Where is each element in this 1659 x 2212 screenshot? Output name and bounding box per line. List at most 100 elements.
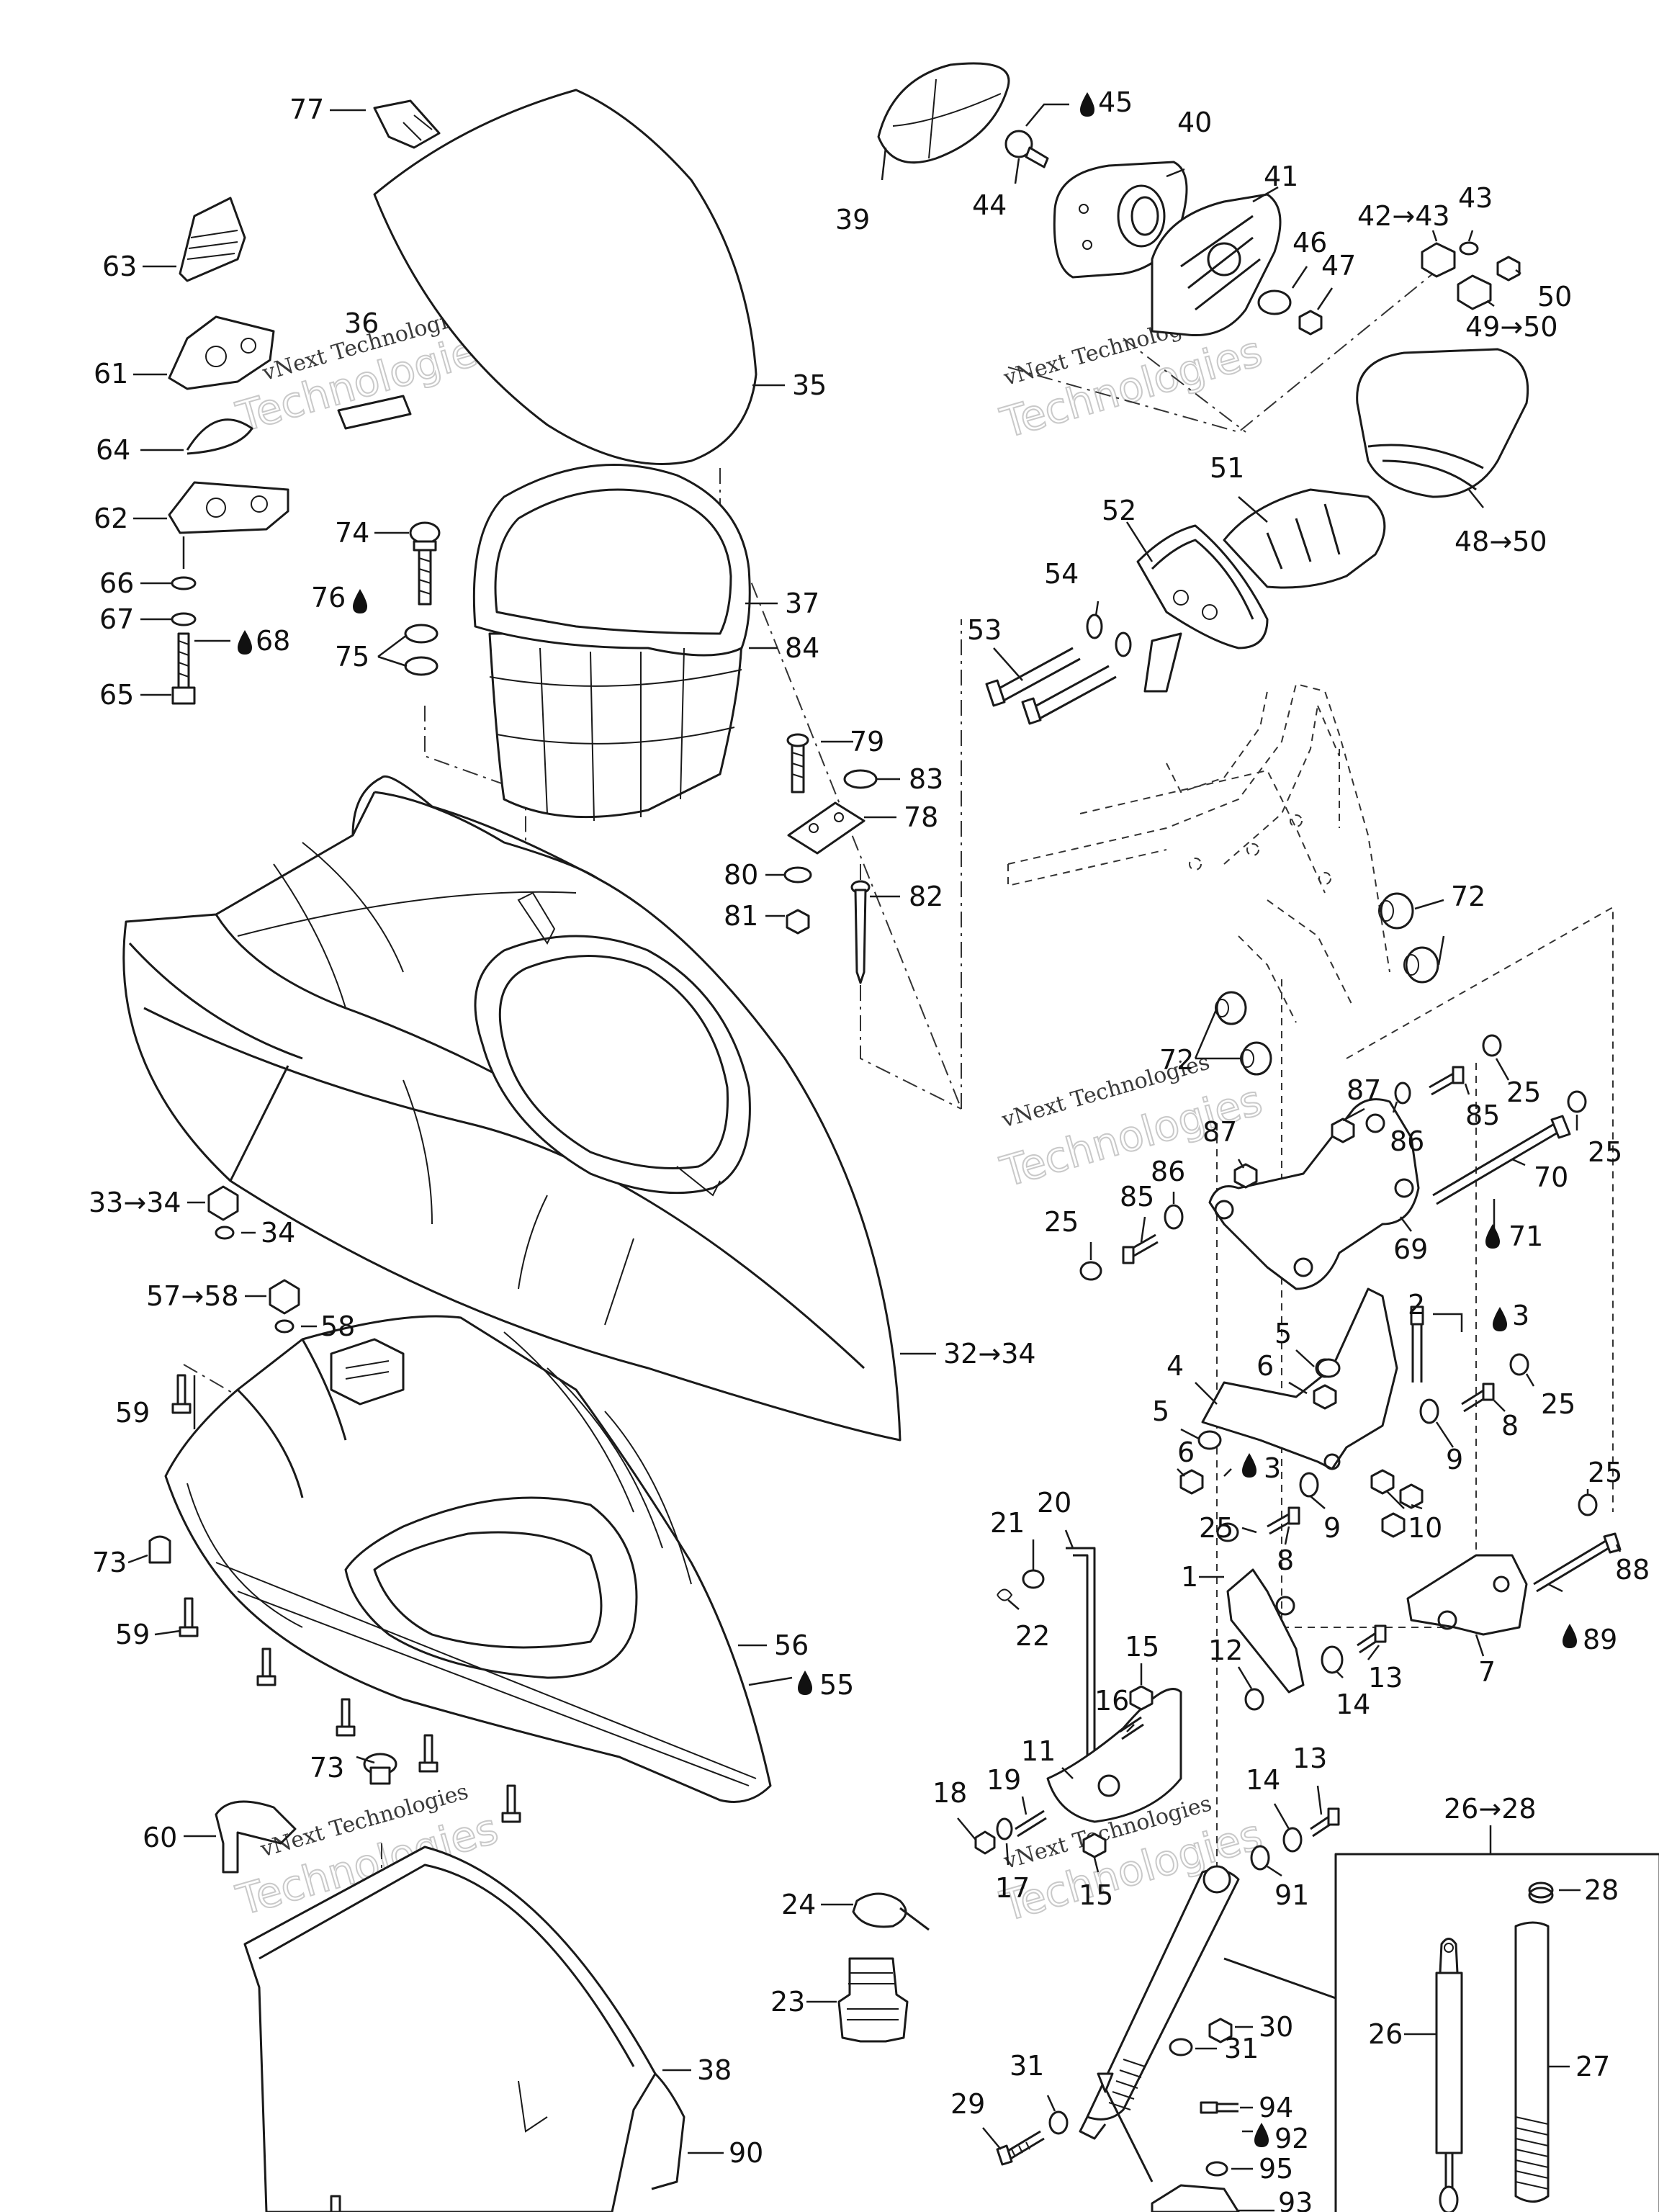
callout-label: 66 bbox=[99, 567, 134, 599]
strap-part bbox=[186, 418, 253, 455]
callout-label: 75 bbox=[335, 641, 369, 673]
callout-label: 38 bbox=[697, 2054, 732, 2086]
callout-label: 30 bbox=[1259, 2011, 1293, 2043]
callout-label: 36 bbox=[344, 307, 379, 339]
callout-label: 5 bbox=[1152, 1395, 1169, 1427]
callout-label: 53 bbox=[967, 614, 1002, 646]
mirror-housing-part bbox=[1151, 193, 1282, 337]
rivet-part bbox=[850, 880, 871, 984]
clip-part bbox=[997, 1588, 1013, 1601]
callout-label: 32→34 bbox=[943, 1338, 1036, 1370]
callout-label: 86 bbox=[1151, 1156, 1185, 1187]
callout-label: 56 bbox=[774, 1629, 809, 1661]
washer-part bbox=[1316, 1358, 1341, 1378]
callout-label: 71 bbox=[1509, 1220, 1543, 1252]
bushing-part bbox=[1421, 241, 1521, 310]
callout-label: 86 bbox=[1390, 1125, 1424, 1157]
handle-part bbox=[215, 1800, 297, 1874]
callout-label: 8 bbox=[1501, 1410, 1519, 1442]
callout-label: 58 bbox=[320, 1310, 355, 1342]
bolt-part bbox=[1357, 1624, 1387, 1654]
mirror-glass-part bbox=[877, 62, 1010, 164]
clamp-part bbox=[852, 1892, 930, 1931]
callout-label: 87 bbox=[1202, 1116, 1237, 1148]
callout-label: 73 bbox=[92, 1547, 127, 1578]
long-bolt-part bbox=[1432, 1122, 1560, 1205]
callout-label: 95 bbox=[1259, 2153, 1293, 2185]
callout-label: 16 bbox=[1094, 1685, 1129, 1717]
mirror-pivot-part bbox=[1004, 130, 1049, 168]
callout-label: 8 bbox=[1277, 1545, 1294, 1576]
washer-part bbox=[1321, 1645, 1344, 1674]
ball-stud-part bbox=[409, 521, 441, 606]
hardware-set-part bbox=[974, 1809, 1047, 1855]
callout-label: 29 bbox=[950, 2088, 985, 2120]
bracket-part bbox=[1151, 2184, 1240, 2212]
callout-label: 59 bbox=[115, 1397, 150, 1429]
nut-part bbox=[207, 1185, 300, 1334]
storage-frame-part bbox=[164, 1315, 772, 1803]
callout-label: 85 bbox=[1465, 1100, 1500, 1131]
bucket-part bbox=[243, 1845, 685, 2212]
callout-label: 40 bbox=[1177, 107, 1212, 138]
callout-label: 49→50 bbox=[1465, 311, 1558, 343]
callout-label: 25 bbox=[1199, 1512, 1233, 1544]
clip-part bbox=[373, 99, 441, 149]
nut-part bbox=[1313, 1384, 1337, 1410]
callout-label: 45 bbox=[1098, 86, 1133, 118]
callout-label: 1 bbox=[1181, 1561, 1198, 1593]
washer-part bbox=[1197, 1430, 1222, 1450]
nut-part bbox=[786, 909, 810, 935]
callout-label: 93 bbox=[1278, 2187, 1313, 2212]
callout-label: 34 bbox=[261, 1217, 295, 1249]
callout-label: 20 bbox=[1037, 1487, 1071, 1519]
callout-label: 69 bbox=[1393, 1233, 1428, 1265]
hood-part bbox=[122, 775, 902, 1442]
callout-label: 42→43 bbox=[1357, 200, 1450, 232]
hinge-bracket-part bbox=[179, 197, 246, 282]
latch-plate-part bbox=[1046, 1688, 1182, 1823]
inset-box bbox=[1334, 1825, 1659, 2212]
hinge-screw-part bbox=[786, 733, 809, 793]
callout-label: 39 bbox=[835, 204, 870, 235]
washer-part bbox=[1169, 2038, 1193, 2056]
callout-label: 47 bbox=[1321, 250, 1356, 282]
callout-label: 26→28 bbox=[1444, 1793, 1537, 1825]
callout-label: 26 bbox=[1368, 2018, 1403, 2050]
plug-part bbox=[148, 1535, 397, 1785]
hull-frame-phantom bbox=[1007, 683, 1390, 1023]
callout-label: 24 bbox=[781, 1889, 816, 1920]
gasket-part bbox=[1136, 524, 1269, 693]
mirror-cover-part bbox=[1356, 348, 1529, 498]
callout-label: 25 bbox=[1044, 1206, 1079, 1238]
drop-icon bbox=[798, 1671, 812, 1695]
callout-label: 44 bbox=[972, 189, 1007, 221]
callout-label: 33→34 bbox=[89, 1187, 181, 1218]
callout-label: 72 bbox=[1159, 1044, 1194, 1076]
bracket-part bbox=[168, 315, 275, 390]
drop-icon bbox=[238, 630, 252, 655]
storage-bin-part bbox=[472, 463, 751, 822]
callout-label: 61 bbox=[94, 358, 128, 390]
callout-label: 7 bbox=[1478, 1656, 1496, 1688]
callout-label: 84 bbox=[785, 632, 819, 664]
callout-label: 22 bbox=[1015, 1620, 1050, 1652]
callout-label: 68 bbox=[256, 625, 290, 657]
callout-label: 91 bbox=[1274, 1879, 1309, 1911]
callout-label: 70 bbox=[1534, 1161, 1568, 1193]
screw-part bbox=[171, 1374, 521, 1823]
callout-label: 82 bbox=[909, 881, 943, 912]
callout-label: 65 bbox=[99, 679, 134, 711]
latch-rod-part bbox=[1066, 1547, 1096, 1786]
callout-label: 15 bbox=[1079, 1879, 1113, 1911]
callout-label: 17 bbox=[995, 1872, 1030, 1904]
callout-label: 6 bbox=[1177, 1437, 1195, 1468]
hardware-set-part bbox=[1079, 1034, 1587, 1281]
callout-label: 21 bbox=[990, 1507, 1025, 1539]
drop-icon bbox=[1563, 1624, 1577, 1648]
callout-label: 19 bbox=[986, 1764, 1021, 1796]
callout-label: 5 bbox=[1274, 1318, 1292, 1349]
callout-label: 94 bbox=[1259, 2092, 1293, 2123]
rubber-bushing-part bbox=[1215, 892, 1439, 1076]
